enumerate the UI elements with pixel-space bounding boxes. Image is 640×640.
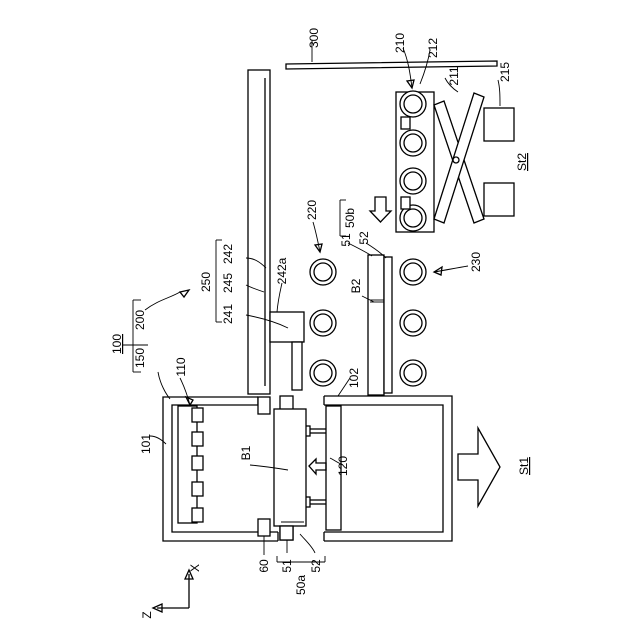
gate-block-60 bbox=[258, 519, 270, 536]
carrier-50b bbox=[368, 255, 392, 395]
label-101: 101 bbox=[139, 434, 153, 454]
move-arrow-B1 bbox=[309, 459, 326, 474]
down-arrow-50b bbox=[370, 197, 391, 222]
label-102: 102 bbox=[347, 368, 361, 388]
label-230: 230 bbox=[469, 252, 483, 272]
plate-300 bbox=[286, 61, 497, 69]
label-300: 300 bbox=[307, 28, 321, 48]
hand-241 bbox=[270, 312, 304, 390]
stocker-210 bbox=[396, 91, 434, 232]
roller-column-230 bbox=[400, 259, 426, 386]
axis-indicator bbox=[153, 570, 193, 612]
label-220: 220 bbox=[305, 200, 319, 220]
label-150: 150 bbox=[133, 348, 147, 368]
label-52-top: 52 bbox=[357, 231, 371, 245]
scissor-lift-211 bbox=[434, 93, 514, 223]
label-60: 60 bbox=[257, 559, 271, 573]
axis-label-Z: Z bbox=[140, 611, 154, 618]
label-50a: 50a bbox=[294, 575, 308, 595]
label-B2: B2 bbox=[349, 278, 363, 293]
label-St1: St1 bbox=[517, 457, 531, 475]
axis-label-X: X bbox=[188, 564, 202, 572]
label-51-top: 51 bbox=[339, 233, 353, 247]
label-52-bottom: 52 bbox=[309, 559, 323, 573]
gate-block-top bbox=[258, 397, 270, 414]
label-250: 250 bbox=[199, 272, 213, 292]
label-100: 100 bbox=[110, 334, 124, 354]
label-245: 245 bbox=[221, 273, 235, 293]
label-51-bottom: 51 bbox=[280, 559, 294, 573]
label-200: 200 bbox=[133, 310, 147, 330]
label-212: 212 bbox=[426, 38, 440, 58]
label-242: 242 bbox=[221, 244, 235, 264]
label-110: 110 bbox=[174, 357, 188, 376]
arrow-St1 bbox=[458, 428, 500, 506]
roller-column-220 bbox=[310, 259, 336, 386]
label-B1: B1 bbox=[239, 445, 253, 460]
label-St2: St2 bbox=[515, 153, 529, 171]
label-120: 120 bbox=[336, 456, 350, 476]
label-242a: 242a bbox=[275, 257, 289, 284]
label-50b: 50b bbox=[343, 208, 357, 228]
label-215: 215 bbox=[498, 62, 512, 82]
label-211: 211 bbox=[447, 66, 461, 85]
heater-plate-110 bbox=[178, 406, 203, 523]
transfer-rail-242 bbox=[248, 70, 270, 394]
label-241: 241 bbox=[221, 304, 235, 324]
label-210: 210 bbox=[393, 33, 407, 53]
carrier-50a bbox=[274, 396, 306, 540]
